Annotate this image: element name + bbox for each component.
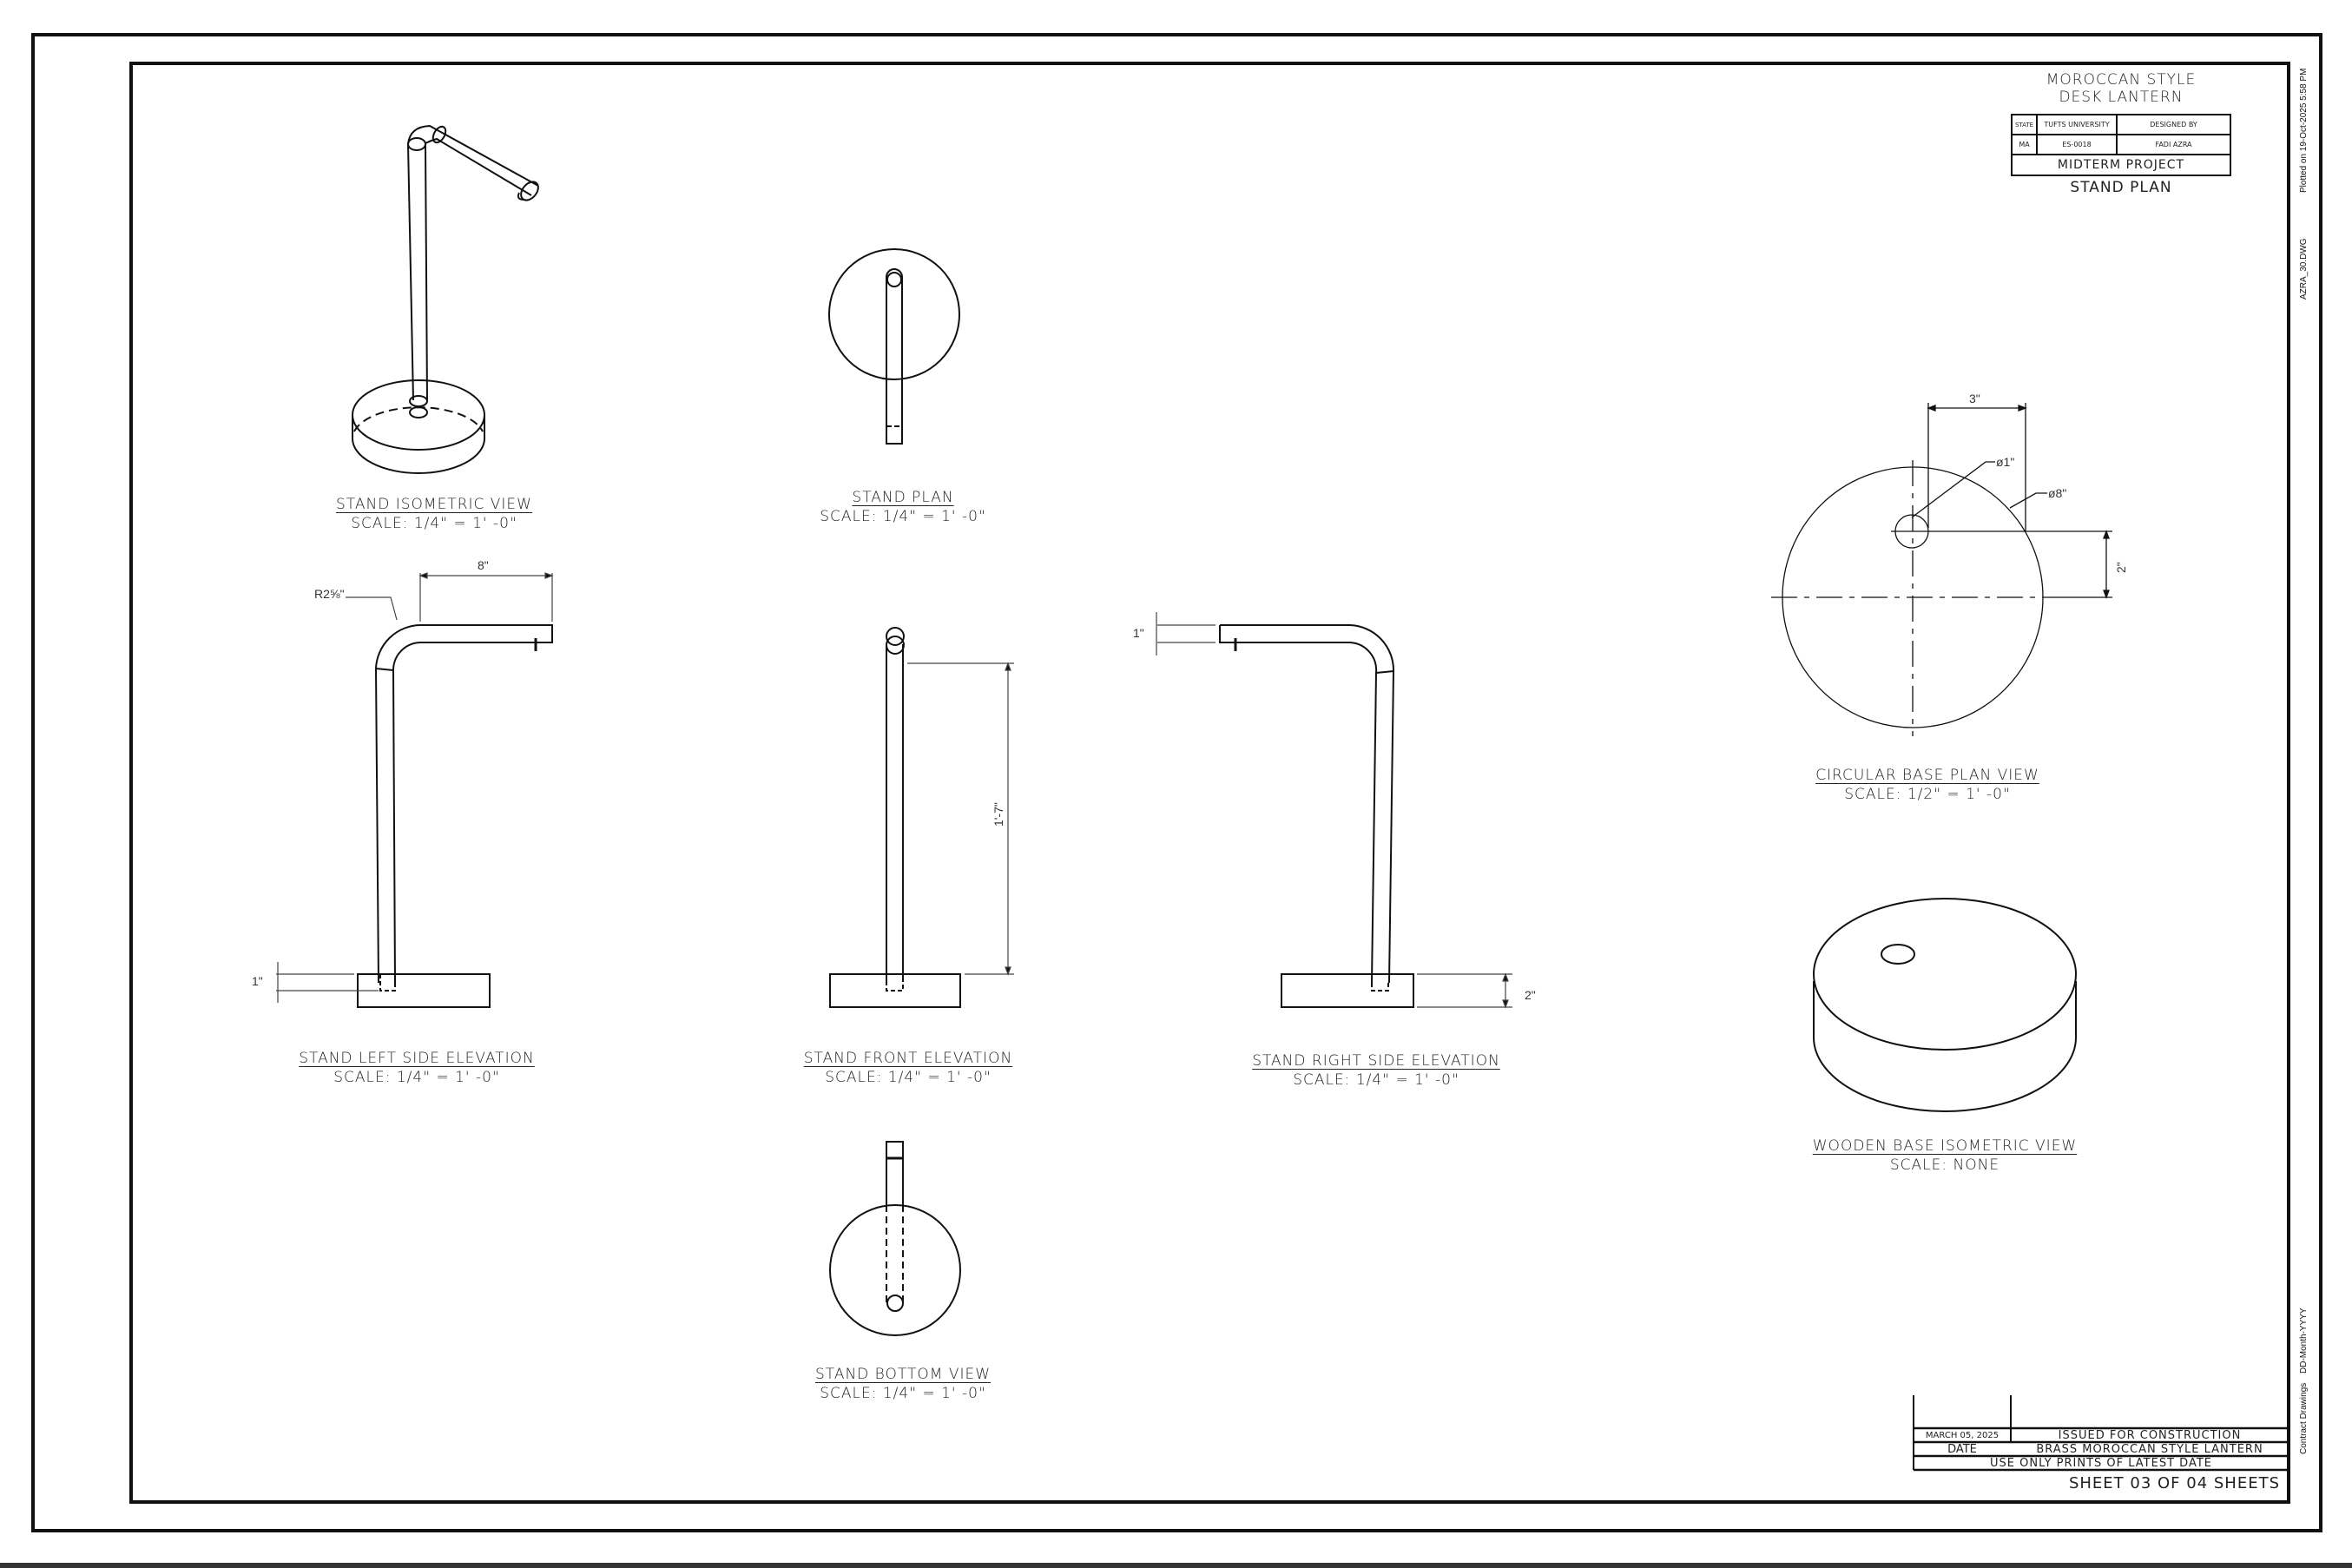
left-elevation-drawing <box>276 572 554 1008</box>
date-format-label: DD-Month-YYYY <box>2299 1308 2309 1374</box>
view-label-circular-base: CIRCULAR BASE PLAN VIEW SCALE: 1/2" = 1'… <box>1797 767 2058 803</box>
stand-bottom-view-drawing <box>829 1141 961 1336</box>
title-block-frame <box>2011 114 2231 176</box>
front-elevation-drawing <box>829 627 1014 1008</box>
view-scale: SCALE: 1/2" = 1' -0" <box>1844 785 2011 803</box>
view-title: WOODEN BASE ISOMETRIC VIEW <box>1812 1137 2078 1155</box>
view-scale: SCALE: NONE <box>1889 1156 2000 1174</box>
plot-filename: AZRA_30.DWG <box>2299 238 2309 300</box>
dim-base-offset-x: 3" <box>1969 392 1980 405</box>
dim-front-height: 1'-7" <box>992 802 1005 827</box>
project-type: MIDTERM PROJECT <box>2057 158 2185 172</box>
dim-left-base-insert: 1" <box>252 974 263 988</box>
dim-base-offset-y: 2" <box>2114 562 2128 573</box>
view-scale: SCALE: 1/4" = 1' -0" <box>820 1384 986 1402</box>
contract-drawings-label: Contract Drawings <box>2299 1382 2309 1454</box>
view-title: STAND LEFT SIDE ELEVATION <box>299 1050 535 1067</box>
project-title-line2: DESK LANTERN <box>2059 89 2184 106</box>
product-name: BRASS MOROCCAN STYLE LANTERN <box>2036 1443 2263 1456</box>
print-notice: USE ONLY PRINTS OF LATEST DATE <box>1990 1457 2212 1470</box>
dim-base-hole-diameter: ø1" <box>1996 455 2015 469</box>
stand-plan-drawing <box>828 248 960 445</box>
state-label: STATE <box>2014 122 2034 128</box>
dim-right-base-height: 2" <box>1525 988 1536 1002</box>
designer-name: FADI AZRA <box>2155 141 2192 148</box>
project-title-line1: MOROCCAN STYLE <box>2046 71 2197 89</box>
view-title: STAND ISOMETRIC VIEW <box>336 496 532 513</box>
view-scale: SCALE: 1/4" = 1' -0" <box>1293 1071 1459 1089</box>
issue-status: ISSUED FOR CONSTRUCTION <box>2058 1429 2242 1442</box>
view-label-wooden-base: WOODEN BASE ISOMETRIC VIEW SCALE: NONE <box>1806 1137 2084 1174</box>
view-scale: SCALE: 1/4" = 1' -0" <box>825 1068 992 1086</box>
view-label-plan: STAND PLAN SCALE: 1/4" = 1' -0" <box>781 489 1024 525</box>
state-value: MA <box>2019 141 2030 148</box>
view-title: CIRCULAR BASE PLAN VIEW <box>1815 767 2039 784</box>
view-title: STAND BOTTOM VIEW <box>814 1366 992 1383</box>
wooden-base-isometric-drawing <box>1813 898 2077 1112</box>
view-scale: SCALE: 1/4" = 1' -0" <box>351 514 517 532</box>
circular-base-plan-drawing <box>1771 403 2112 736</box>
project-title: MOROCCAN STYLE DESK LANTERN <box>2012 71 2230 106</box>
dim-base-diameter: ø8" <box>2048 486 2067 500</box>
view-label-bottom: STAND BOTTOM VIEW SCALE: 1/4" = 1' -0" <box>781 1366 1024 1402</box>
sheet-title: STAND PLAN <box>2070 179 2172 196</box>
stand-isometric-drawing <box>352 124 539 474</box>
designed-by-label: DESIGNED BY <box>2150 121 2197 128</box>
dim-left-bend-radius: R2⅝" <box>314 587 345 601</box>
view-title: STAND PLAN <box>852 489 954 506</box>
course-code: ES-0018 <box>2062 141 2092 148</box>
outer-border <box>31 33 2322 1532</box>
organization: TUFTS UNIVERSITY <box>2044 121 2110 128</box>
inner-border <box>129 62 2290 1504</box>
view-label-front-elevation: STAND FRONT ELEVATION SCALE: 1/4" = 1' -… <box>778 1050 1038 1086</box>
sheet-number: SHEET 03 OF 04 SHEETS <box>2068 1474 2280 1492</box>
view-scale: SCALE: 1/4" = 1' -0" <box>333 1068 500 1086</box>
view-title: STAND RIGHT SIDE ELEVATION <box>1252 1052 1500 1070</box>
plot-timestamp: Plotted on 19-Oct-2025 5:58 PM <box>2299 68 2309 193</box>
issue-date: MARCH 05, 2025 <box>1925 1431 2000 1440</box>
view-label-isometric: STAND ISOMETRIC VIEW SCALE: 1/4" = 1' -0… <box>313 496 556 532</box>
revision-block-frame <box>1913 1395 2289 1472</box>
date-label: DATE <box>1947 1443 1977 1456</box>
dim-right-arm-thickness: 1" <box>1133 626 1144 640</box>
view-label-right-elevation: STAND RIGHT SIDE ELEVATION SCALE: 1/4" =… <box>1242 1052 1511 1089</box>
dim-left-arm-length: 8" <box>478 558 489 572</box>
right-elevation-drawing <box>1156 612 1512 1009</box>
view-title: STAND FRONT ELEVATION <box>803 1050 1013 1067</box>
view-scale: SCALE: 1/4" = 1' -0" <box>820 507 986 525</box>
view-label-left-elevation: STAND LEFT SIDE ELEVATION SCALE: 1/4" = … <box>287 1050 547 1086</box>
